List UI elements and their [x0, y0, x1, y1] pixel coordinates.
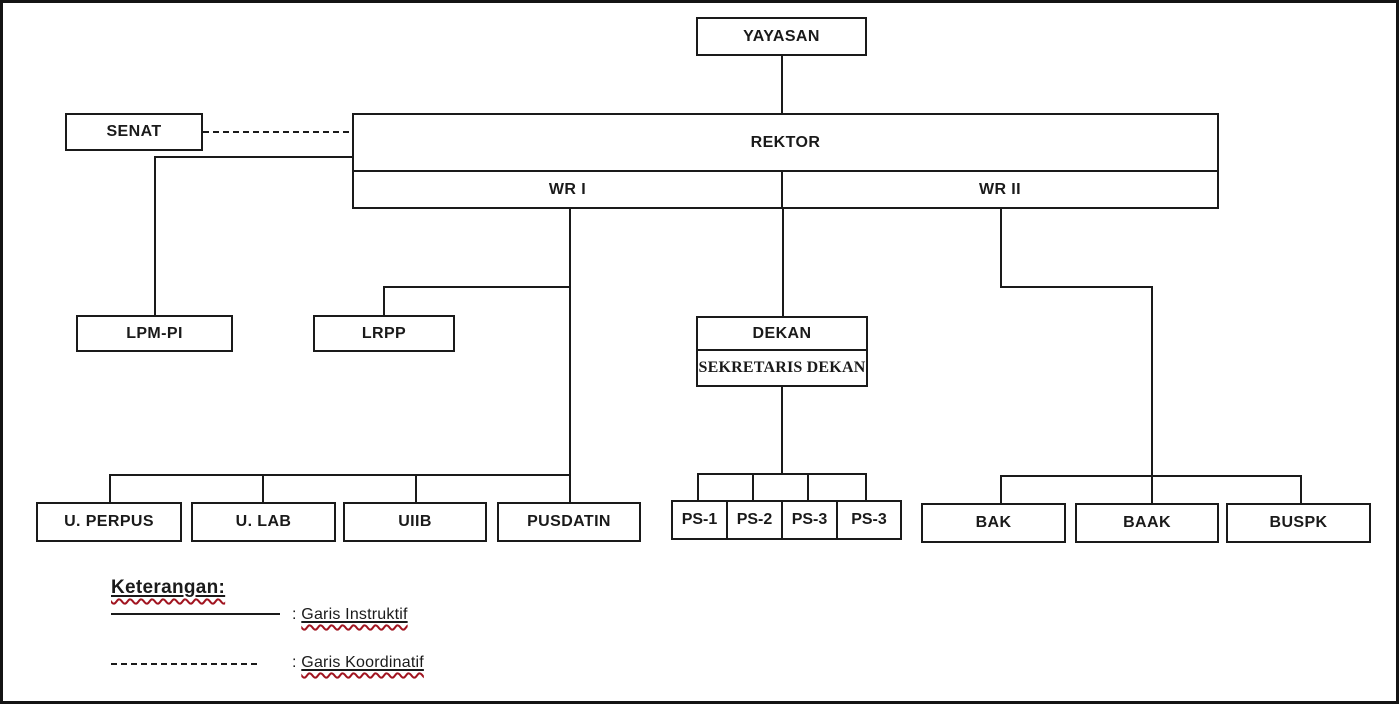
connector-lrpp-h: [383, 286, 571, 288]
node-ps3a: PS-3: [781, 500, 838, 540]
node-ps2: PS-2: [726, 500, 783, 540]
connector-dekan-ps-v: [781, 387, 783, 473]
legend-solid-term-label: Garis Instruktif: [301, 606, 408, 623]
node-rektor-group: REKTOR WR I WR II: [352, 113, 1219, 209]
connector-ps3a-stub: [807, 473, 809, 500]
legend-separator: :: [292, 606, 302, 623]
node-wr2: WR II: [979, 180, 1021, 198]
connector-wr2-main-v: [1151, 286, 1153, 503]
legend-title-label: Keterangan:: [111, 577, 226, 598]
legend-title: Keterangan:: [111, 577, 225, 599]
legend-dashed-term: Garis Koordinatif: [301, 654, 424, 671]
connector-bak-stub: [1000, 475, 1002, 503]
legend-dashed-term-label: Garis Koordinatif: [301, 654, 424, 671]
node-uiib: UIIB: [343, 502, 487, 542]
connector-ulab-stub: [262, 474, 264, 502]
node-bak: BAK: [921, 503, 1066, 543]
ps-row: PS-1 PS-2 PS-3 PS-3: [671, 500, 902, 540]
legend-label-dashed: : Garis Koordinatif: [292, 654, 424, 672]
legend-label-solid: : Garis Instruktif: [292, 606, 408, 624]
legend-dashed-line-sample: [111, 663, 261, 665]
connector-rektor-lpmpi-h: [154, 156, 352, 158]
connector-lrpp-v: [383, 286, 385, 315]
connector-uperpus-stub: [109, 474, 111, 502]
connector-senat-rektor-dashed: [203, 131, 352, 133]
node-sekretaris-dekan: SEKRETARIS DEKAN: [698, 359, 866, 376]
connector-wr2-v1: [1000, 209, 1002, 287]
node-dekan-group: DEKAN SEKRETARIS DEKAN: [696, 316, 868, 387]
node-ps1: PS-1: [671, 500, 728, 540]
connector-rektor-lpmpi-v: [154, 156, 156, 315]
legend-title-text: Keterangan:: [111, 577, 225, 598]
connector-uiib-stub: [415, 474, 417, 502]
node-pusdatin: PUSDATIN: [497, 502, 641, 542]
node-buspk: BUSPK: [1226, 503, 1371, 543]
connector-buspk-stub: [1300, 475, 1302, 503]
node-rektor: REKTOR: [354, 115, 1217, 172]
node-wr1: WR I: [354, 172, 783, 207]
connector-wrdivider-dekan: [782, 209, 784, 316]
connector-wr1-main-v: [569, 209, 571, 502]
connector-yayasan-rektor: [781, 56, 783, 113]
node-lrpp: LRPP: [313, 315, 455, 352]
legend-solid-term: Garis Instruktif: [301, 606, 407, 623]
legend-separator-2: :: [292, 654, 302, 671]
connector-ps3b-stub: [865, 473, 867, 500]
connector-ps-h: [697, 473, 867, 475]
connector-wr2-h1: [1000, 286, 1153, 288]
rektor-wr-row: WR I WR II: [354, 172, 1217, 207]
node-dekan: DEKAN: [698, 318, 866, 351]
node-ps3b: PS-3: [836, 500, 902, 540]
node-lpm-pi: LPM-PI: [76, 315, 233, 352]
node-senat: SENAT: [65, 113, 203, 151]
node-u-lab: U. LAB: [191, 502, 336, 542]
legend-solid-line-sample: [111, 613, 280, 615]
connector-units-h: [109, 474, 571, 476]
connector-ps1-stub: [697, 473, 699, 500]
node-yayasan: YAYASAN: [696, 17, 867, 56]
connector-biro-h: [1000, 475, 1302, 477]
node-baak: BAAK: [1075, 503, 1219, 543]
connector-ps2-stub: [752, 473, 754, 500]
node-u-perpus: U. PERPUS: [36, 502, 182, 542]
